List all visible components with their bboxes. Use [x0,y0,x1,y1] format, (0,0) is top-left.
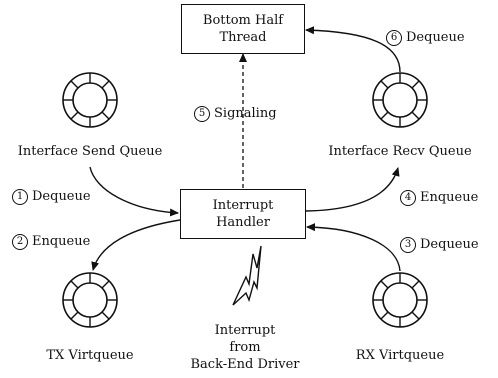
edge-enqueue-recv [305,167,400,212]
edge-label-4-text: Enqueue [420,190,479,205]
edge-label-5-text: Signaling [214,106,277,121]
step-number-6: 6 [386,30,402,46]
bottom-half-line2: Thread [219,30,267,45]
step-number-2: 2 [12,234,28,250]
edge-label-2-text: Enqueue [32,234,91,249]
edge-label-2: 2 Enqueue [12,234,90,250]
interrupt-handler-line1: Interrupt [212,198,274,213]
bottom-half-thread-box: Bottom Half Thread [181,4,305,54]
rx-virtqueue-label: RX Virtqueue [355,348,445,363]
step-number-5: 5 [194,106,210,122]
step-number-4: 4 [400,190,416,206]
edge-label-6-text: Dequeue [406,30,465,45]
step-number-1: 1 [12,189,28,205]
interrupt-source-label: Interrupt from Back-End Driver [170,322,320,373]
ring-send-queue-icon [62,72,118,128]
edge-label-5: 5 Signaling [194,106,277,122]
edge-label-3: 3 Dequeue [400,237,479,253]
edge-dequeue-bottom-half [305,26,401,73]
interrupt-source-line1: Interrupt [214,323,276,338]
send-queue-label: Interface Send Queue [17,144,163,159]
edge-label-3-text: Dequeue [420,237,479,252]
edge-label-4: 4 Enqueue [400,190,478,206]
edge-dequeue-rx [306,223,401,272]
edge-label-6: 6 Dequeue [386,30,465,46]
edge-enqueue-tx [91,219,181,271]
ring-rx-virtqueue-icon [372,272,428,328]
interrupt-handler-box: Interrupt Handler [180,189,306,239]
edge-label-1-text: Dequeue [32,189,91,204]
lightning-bolt-icon [232,245,262,306]
interrupt-handler-line2: Handler [216,215,270,230]
ring-tx-virtqueue-icon [62,272,118,328]
ring-recv-queue-icon [372,72,428,128]
step-number-3: 3 [400,237,416,253]
recv-queue-label: Interface Recv Queue [328,144,472,159]
interrupt-source-line3: Back-End Driver [190,357,300,372]
edge-label-1: 1 Dequeue [12,189,91,205]
edge-dequeue-send [89,166,179,217]
interrupt-source-line2: from [229,340,261,355]
bottom-half-line1: Bottom Half [202,13,284,28]
tx-virtqueue-label: TX Virtqueue [46,348,134,363]
